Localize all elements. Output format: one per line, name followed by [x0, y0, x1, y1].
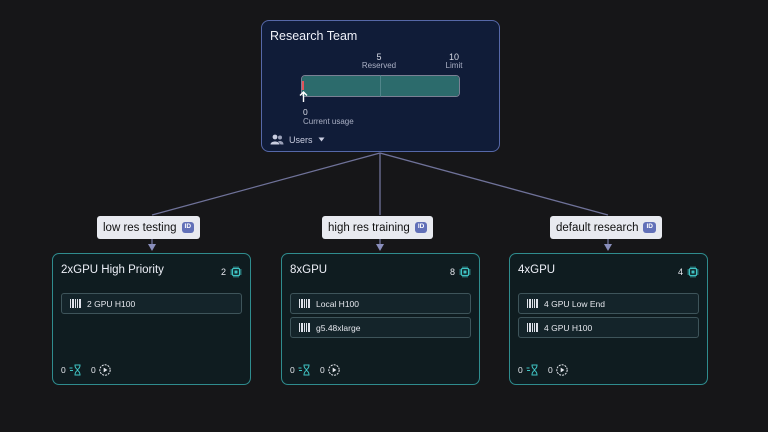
queue-card-2xgpu-high-priority[interactable]: 2xGPU High Priority 2 2 GPU H100 0 0 — [52, 253, 251, 385]
barcode-icon — [527, 323, 538, 332]
chip-icon — [687, 266, 699, 278]
barcode-icon — [527, 299, 538, 308]
route-label: default research — [556, 221, 639, 234]
resource-item[interactable]: 4 GPU H100 — [518, 317, 699, 338]
chip-icon — [459, 266, 471, 278]
arrowhead-default — [604, 244, 612, 251]
queued-count: 0 — [290, 365, 295, 375]
queue-title: 2xGPU High Priority — [61, 264, 164, 276]
reserved-label: Reserved — [361, 61, 397, 70]
users-label: Users — [289, 134, 313, 145]
running-count: 0 — [320, 365, 325, 375]
route-default-research[interactable]: default research ID — [550, 216, 662, 239]
running-count: 0 — [548, 365, 553, 375]
limit-value: 10 — [448, 52, 459, 62]
resource-item[interactable]: Local H100 — [290, 293, 471, 314]
arrow-up-icon — [299, 91, 308, 102]
queued-count: 0 — [518, 365, 523, 375]
queued-count: 0 — [61, 365, 66, 375]
resource-label: 4 GPU Low End — [544, 298, 605, 309]
hourglass-icon — [298, 364, 310, 376]
resource-label: Local H100 — [316, 298, 360, 309]
route-label: low res testing — [103, 221, 177, 234]
gpu-count-value: 8 — [449, 267, 455, 277]
resource-item[interactable]: 2 GPU H100 — [61, 293, 242, 314]
queued-jobs[interactable]: 0 — [61, 364, 82, 376]
id-badge[interactable]: ID — [181, 222, 195, 233]
play-circle-icon — [99, 364, 111, 376]
barcode-icon — [299, 299, 310, 308]
barcode-icon — [299, 323, 310, 332]
arrowhead-high-res — [376, 244, 384, 251]
team-node[interactable]: Research Team 5 Reserved 10 Limit 0 Curr… — [261, 20, 500, 152]
running-jobs[interactable]: 0 — [91, 364, 111, 376]
caret-down-icon — [318, 137, 325, 142]
route-low-res-testing[interactable]: low res testing ID — [97, 216, 201, 239]
running-jobs[interactable]: 0 — [548, 364, 568, 376]
gpu-count: 8 — [450, 266, 471, 278]
play-circle-icon — [328, 364, 340, 376]
connector-team-to-default — [379, 152, 609, 216]
resource-label: 2 GPU H100 — [87, 298, 136, 309]
resource-label: 4 GPU H100 — [544, 322, 593, 333]
gpu-count: 2 — [221, 266, 242, 278]
route-high-res-training[interactable]: high res training ID — [322, 216, 434, 239]
arrowhead-low-res — [148, 244, 156, 251]
gpu-count: 4 — [678, 266, 699, 278]
users-icon — [270, 134, 284, 145]
route-label: high res training — [328, 221, 410, 234]
play-circle-icon — [556, 364, 568, 376]
current-usage-value: 0 — [303, 107, 308, 117]
queue-card-4xgpu[interactable]: 4xGPU 4 4 GPU Low End 4 GPU H100 0 0 — [509, 253, 708, 385]
hourglass-icon — [69, 364, 81, 376]
chip-icon — [230, 266, 242, 278]
running-jobs[interactable]: 0 — [320, 364, 340, 376]
gpu-count-value: 4 — [677, 267, 683, 277]
connector-team-to-low-res — [151, 152, 381, 216]
resource-item[interactable]: 4 GPU Low End — [518, 293, 699, 314]
current-usage-marker — [302, 81, 304, 90]
running-count: 0 — [91, 365, 96, 375]
team-title: Research Team — [270, 29, 358, 43]
reserved-tick — [380, 75, 381, 97]
reserved-value: 5 — [376, 52, 382, 62]
gpu-count-value: 2 — [220, 267, 226, 277]
queue-card-8xgpu[interactable]: 8xGPU 8 Local H100 g5.48xlarge 0 0 — [281, 253, 480, 385]
queue-title: 4xGPU — [518, 264, 556, 276]
resource-label: g5.48xlarge — [316, 322, 361, 333]
hourglass-icon — [526, 364, 538, 376]
resource-item[interactable]: g5.48xlarge — [290, 317, 471, 338]
limit-label: Limit — [445, 61, 463, 70]
queued-jobs[interactable]: 0 — [290, 364, 311, 376]
queued-jobs[interactable]: 0 — [518, 364, 539, 376]
users-dropdown-button[interactable]: Users — [270, 134, 325, 145]
barcode-icon — [70, 299, 81, 308]
id-badge[interactable]: ID — [414, 222, 428, 233]
queue-title: 8xGPU — [290, 264, 328, 276]
current-usage-label: Current usage — [303, 117, 354, 126]
id-badge[interactable]: ID — [643, 222, 656, 233]
